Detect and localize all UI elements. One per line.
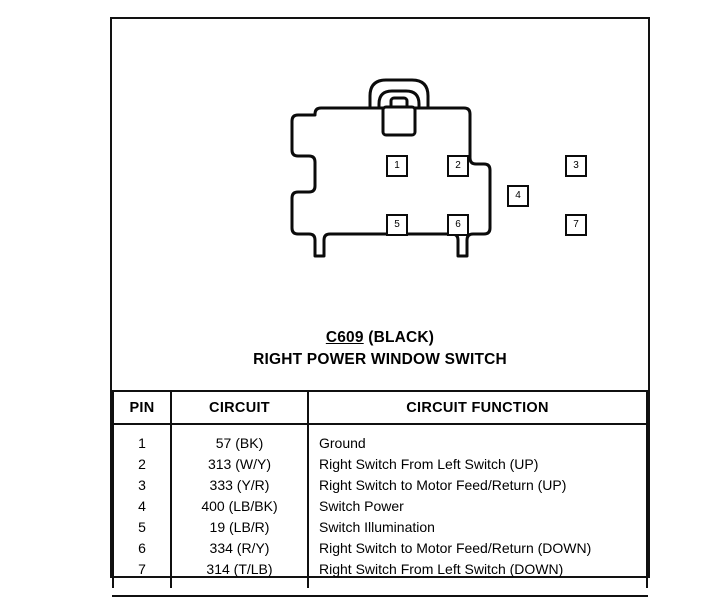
diagram-page-frame: 1 2 3 4 5 6 7 C609 (BLACK) RIGHT POWER W… <box>110 17 650 597</box>
header-pin: PIN <box>112 390 172 425</box>
connector-pin-5[interactable]: 5 <box>386 214 408 236</box>
connector-body-outline <box>290 106 492 258</box>
cell-function: Right Switch to Motor Feed/Return (DOWN) <box>307 537 648 558</box>
latch-outer-arch <box>368 78 430 122</box>
caption-id-line: C609 (BLACK) <box>112 329 648 347</box>
cell-circuit: 314 (T/LB) <box>170 558 309 588</box>
latch-tab <box>381 105 417 137</box>
connector-pin-7[interactable]: 7 <box>565 214 587 236</box>
connector-caption: C609 (BLACK) RIGHT POWER WINDOW SWITCH <box>112 329 648 369</box>
cell-pin: 5 <box>112 516 172 537</box>
table-header-row: PIN CIRCUIT CIRCUIT FUNCTION <box>112 390 648 425</box>
cell-circuit: 400 (LB/BK) <box>170 495 309 516</box>
connector-pin-2[interactable]: 2 <box>447 155 469 177</box>
connector-outline-svg <box>290 78 492 258</box>
connector-pin-3[interactable]: 3 <box>565 155 587 177</box>
connector-description: RIGHT POWER WINDOW SWITCH <box>253 351 507 368</box>
cell-function: Right Switch From Left Switch (DOWN) <box>307 558 648 588</box>
connector-illustration: 1 2 3 4 5 6 7 <box>112 19 648 319</box>
header-circuit-function: CIRCUIT FUNCTION <box>307 390 648 425</box>
cell-pin: 1 <box>112 424 172 453</box>
cell-pin: 4 <box>112 495 172 516</box>
connector-color-value: (BLACK) <box>368 329 435 346</box>
cell-pin: 6 <box>112 537 172 558</box>
cell-circuit: 313 (W/Y) <box>170 453 309 474</box>
cell-pin: 3 <box>112 474 172 495</box>
connector-id-label: C609 <box>325 329 364 346</box>
cell-function: Ground <box>307 424 648 453</box>
header-circuit: CIRCUIT <box>170 390 309 425</box>
connector-pin-1[interactable]: 1 <box>386 155 408 177</box>
cell-circuit: 334 (R/Y) <box>170 537 309 558</box>
cell-function: Switch Power <box>307 495 648 516</box>
cell-circuit: 19 (LB/R) <box>170 516 309 537</box>
cell-function: Switch Illumination <box>307 516 648 537</box>
cell-circuit: 57 (BK) <box>170 424 309 453</box>
cell-pin: 2 <box>112 453 172 474</box>
cell-pin: 7 <box>112 558 172 588</box>
connector-pin-4[interactable]: 4 <box>507 185 529 207</box>
cell-function: Right Switch From Left Switch (UP) <box>307 453 648 474</box>
table-header: PIN CIRCUIT CIRCUIT FUNCTION <box>112 390 648 425</box>
connector-pin-6[interactable]: 6 <box>447 214 469 236</box>
cell-circuit: 333 (Y/R) <box>170 474 309 495</box>
cell-function: Right Switch to Motor Feed/Return (UP) <box>307 474 648 495</box>
